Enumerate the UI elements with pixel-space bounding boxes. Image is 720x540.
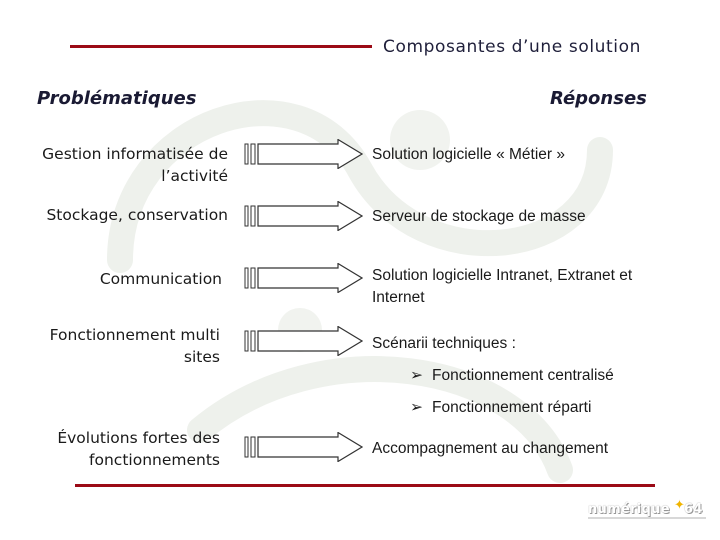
answer-4-line-1: Scénarii techniques : <box>372 333 516 355</box>
answer-1: Solution logicielle « Métier » <box>372 144 565 166</box>
problem-3: Communication <box>100 268 222 290</box>
logo-text: numérique <box>588 502 670 517</box>
answer-2-line-1: Serveur de stockage de masse <box>372 206 586 228</box>
bullet-arrow-icon: ➢ <box>410 365 432 387</box>
problem-2-line-1: Stockage, conservation <box>46 204 228 226</box>
slide-title: Composantes d’une solution <box>383 37 641 57</box>
problem-4-line-1: Fonctionnement multi <box>50 324 220 346</box>
sub-bullet-2-text: Fonctionnement réparti <box>432 399 591 416</box>
problem-5-line-1: Évolutions fortes des <box>57 427 220 449</box>
problem-2: Stockage, conservation <box>46 204 228 226</box>
sub-bullet-1-text: Fonctionnement centralisé <box>432 367 614 384</box>
header-problematiques: Problématiques <box>37 88 196 109</box>
logo-suffix: 64 <box>684 502 703 517</box>
title-rule <box>70 45 372 48</box>
answer-2: Serveur de stockage de masse <box>372 206 586 228</box>
problem-4-line-2: sites <box>50 346 220 368</box>
problem-4: Fonctionnement multi sites <box>50 324 220 368</box>
logo: numérique ✦ 64 <box>582 500 710 524</box>
header-reponses: Réponses <box>550 88 647 109</box>
answer-4: Scénarii techniques : <box>372 333 516 355</box>
arrow-icon <box>243 263 363 293</box>
logo-underline <box>588 517 706 519</box>
footer-rule <box>75 484 655 487</box>
answer-5: Accompagnement au changement <box>372 438 608 460</box>
answer-1-line-1: Solution logicielle « Métier » <box>372 144 565 166</box>
arrow-icon <box>243 432 363 462</box>
answer-3: Solution logicielle Intranet, Extranet e… <box>372 265 632 309</box>
sub-bullet-2: ➢Fonctionnement réparti <box>410 397 591 419</box>
sub-bullet-1: ➢Fonctionnement centralisé <box>410 365 614 387</box>
problem-5-line-2: fonctionnements <box>57 449 220 471</box>
arrow-icon <box>243 326 363 356</box>
bullet-arrow-icon: ➢ <box>410 397 432 419</box>
problem-1: Gestion informatisée de l’activité <box>42 143 228 187</box>
answer-5-line-1: Accompagnement au changement <box>372 438 608 460</box>
problem-5: Évolutions fortes des fonctionnements <box>57 427 220 471</box>
answer-3-line-1: Solution logicielle Intranet, Extranet e… <box>372 265 632 287</box>
problem-1-line-1: Gestion informatisée de <box>42 143 228 165</box>
answer-3-line-2: Internet <box>372 287 632 309</box>
problem-3-line-1: Communication <box>100 268 222 290</box>
arrow-icon <box>243 201 363 231</box>
problem-1-line-2: l’activité <box>42 165 228 187</box>
arrow-icon <box>243 139 363 169</box>
